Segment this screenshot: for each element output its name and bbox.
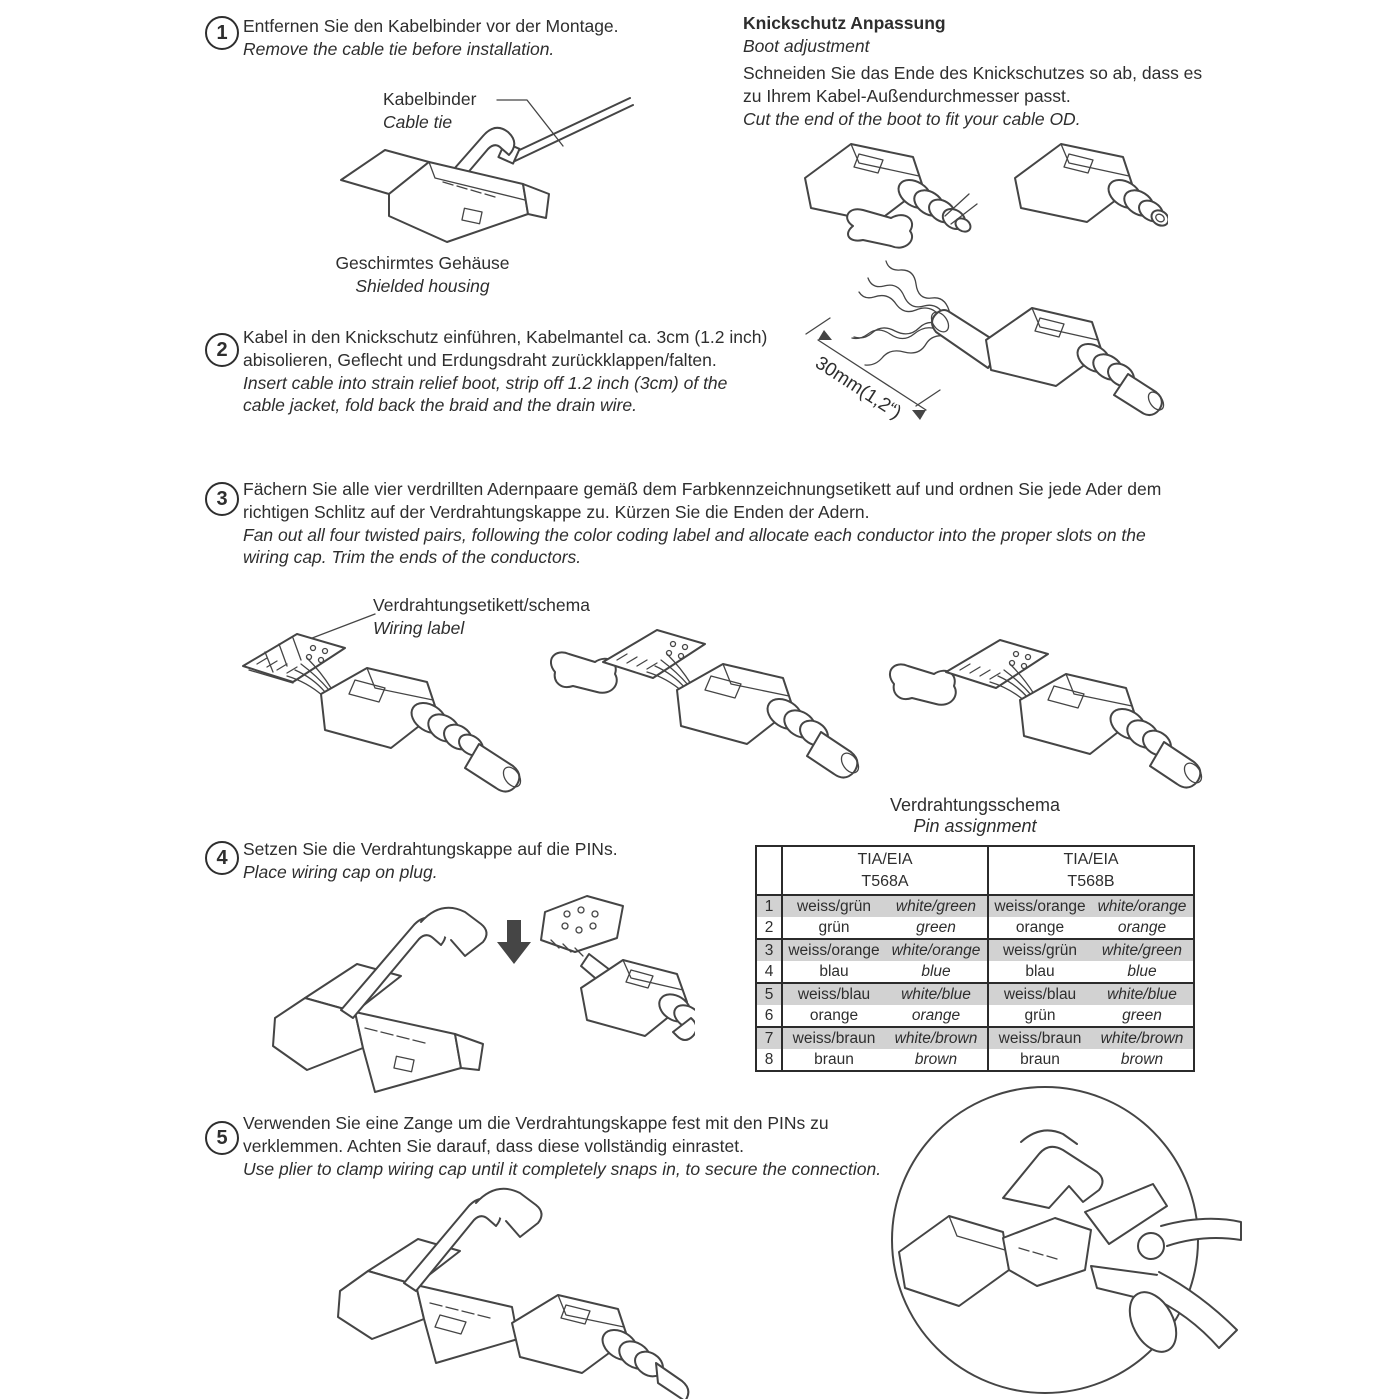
boot-adjustment-title-de: Knickschutz Anpassung [743,13,946,33]
step2-text: Kabel in den Knickschutz einführen, Kabe… [243,326,771,417]
open-plug [272,906,488,1093]
boot-on-cable [580,959,695,1041]
step1-text-en: Remove the cable tie before installation… [243,38,555,59]
step1-number: 1 [205,16,239,50]
step4-number: 4 [205,841,239,875]
cable-tie-label: Kabelbinder Cable tie [383,88,476,134]
step3-diagram-3 [889,639,1203,789]
cable-tie-label-de: Kabelbinder [383,89,477,109]
down-arrow-icon [497,920,531,964]
pin-assignment-title-de: Verdrahtungsschema [889,795,1061,815]
dimension-arrow: 30mm(1,2“) [805,317,941,424]
boot-cutting-illustration [804,143,1168,249]
fanned-wires [646,653,692,693]
wiring-cap [540,895,624,957]
step3-text: Fächern Sie alle vier verdrillten Adernp… [243,478,1195,569]
step3-diagram-2 [550,629,860,779]
boot-alone [1014,143,1168,227]
boot-with-hand [804,143,978,249]
plier-clamping-illustration [891,1086,1242,1394]
step2-text-de: Kabel in den Knickschutz einführen, Kabe… [243,327,768,370]
step3-number: 3 [205,482,239,516]
shielded-housing-label-en: Shielded housing [355,275,490,296]
dimension-label: 30mm(1,2“) [811,353,905,424]
step2-text-en: Insert cable into strain relief boot, st… [243,372,728,416]
twisted-pairs [851,260,951,366]
step4-text-en: Place wiring cap on plug. [243,861,438,882]
stripped-cable-illustration: 30mm(1,2“) [805,260,1165,424]
step1-connector-illustration [340,97,634,243]
boot-adjustment-body-en: Cut the end of the boot to fit your cabl… [743,109,1081,130]
wiring-label-callout-en: Wiring label [373,617,465,638]
step2-number: 2 [205,333,239,367]
boot-adjustment-title-en: Boot adjustment [743,35,870,56]
shielded-housing-label-de: Geschirmtes Gehäuse [335,253,510,273]
boot-adjustment-body-de: Schneiden Sie das Ende des Knickschutzes… [743,63,1203,107]
step3-text-en: Fan out all four twisted pairs, followin… [243,524,1146,568]
step5-text-de: Verwenden Sie eine Zange um die Verdraht… [243,1113,829,1156]
step4-text-de: Setzen Sie die Verdrahtungskappe auf die… [243,839,618,859]
shielded-housing-label: Geschirmtes Gehäuse Shielded housing [330,252,515,298]
clamped-connector [898,1129,1104,1307]
fanned-wires [989,663,1035,703]
step5-text: Verwenden Sie eine Zange um die Verdraht… [243,1112,903,1180]
step1-text: Entfernen Sie den Kabelbinder vor der Mo… [243,15,673,61]
boot-adjustment-body: Schneiden Sie das Ende des Knickschutzes… [743,62,1205,131]
step5-assembled-plug-illustration [337,1187,690,1399]
plier [1084,1183,1242,1353]
step3-diagram-1 [242,613,522,793]
step5-number: 5 [205,1121,239,1155]
step5-text-en: Use plier to clamp wiring cap until it c… [243,1158,882,1179]
wiring-label-callout: Verdrahtungsetikett/schema Wiring label [373,594,590,640]
pin-assignment-title-en: Pin assignment [913,816,1037,836]
step4-assembly-illustration [272,895,695,1093]
step1-text-de: Entfernen Sie den Kabelbinder vor der Mo… [243,16,619,36]
boot-adjustment-title: Knickschutz Anpassung Boot adjustment [743,12,946,58]
pin-assignment-title: Verdrahtungsschema Pin assignment [755,795,1195,837]
step3-text-de: Fächern Sie alle vier verdrillten Adernp… [243,479,1162,522]
step4-text: Setzen Sie die Verdrahtungskappe auf die… [243,838,713,884]
cable-tie-label-en: Cable tie [383,111,453,132]
fanned-wires [286,657,332,697]
wiring-label-callout-de: Verdrahtungsetikett/schema [373,595,590,615]
